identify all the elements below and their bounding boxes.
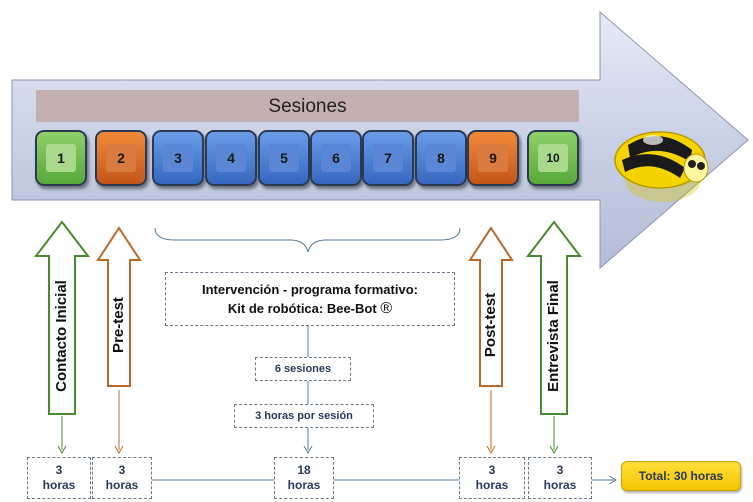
bee-bot-robot xyxy=(614,131,709,202)
connector-head xyxy=(57,445,67,455)
session-tile-9: 9 xyxy=(467,130,519,186)
total-arrow-head xyxy=(608,475,618,485)
session-number: 4 xyxy=(216,144,246,172)
contacto-up-arrow xyxy=(33,220,91,415)
intervention-box: Intervención - programa formativo: Kit d… xyxy=(165,272,455,326)
hours-per-session-box: 3 horas por sesión xyxy=(234,404,374,428)
session-number: 8 xyxy=(426,144,456,172)
session-number: 5 xyxy=(269,144,299,172)
session-tile-6: 6 xyxy=(310,130,362,186)
session-tile-3: 3 xyxy=(152,130,204,186)
connector-head xyxy=(303,445,313,455)
intervention-line1: Intervención - programa formativo: xyxy=(202,282,418,297)
intervention-line2-wrap: Kit de robótica: Bee-Bot ® xyxy=(166,299,454,318)
session-tile-2: 2 xyxy=(95,130,147,186)
pretest-up-arrow xyxy=(96,226,142,387)
entrevista-final-label: Entrevista Final xyxy=(545,280,562,392)
posttest-label: Post-test xyxy=(482,292,499,358)
contacto-inicial-label: Contacto Inicial xyxy=(53,280,70,392)
session-tile-8: 8 xyxy=(415,130,467,186)
pretest-label: Pre-test xyxy=(110,297,127,353)
session-number: 6 xyxy=(321,144,351,172)
hours-unit: horas xyxy=(475,478,509,492)
session-number: 9 xyxy=(478,144,508,172)
sesiones-title: Sesiones xyxy=(268,96,347,117)
hours-number: 3 xyxy=(488,463,496,477)
hours-number: 18 xyxy=(297,463,311,477)
session-tile-4: 4 xyxy=(205,130,257,186)
sessions-count-box: 6 sesiones xyxy=(255,357,351,381)
hours-number: 3 xyxy=(556,463,564,477)
hours-number: 3 xyxy=(55,463,63,477)
session-tile-10: 10 xyxy=(527,130,579,186)
session-number: 1 xyxy=(46,144,76,172)
session-tile-5: 5 xyxy=(258,130,310,186)
connector-head xyxy=(549,445,559,455)
connector-head xyxy=(486,445,496,455)
posttest-up-arrow xyxy=(468,226,514,387)
intervention-brace xyxy=(154,227,461,253)
connector-head xyxy=(114,445,124,455)
session-number: 3 xyxy=(163,144,193,172)
hours-unit: horas xyxy=(42,478,76,492)
session-tile-7: 7 xyxy=(362,130,414,186)
registered-mark: ® xyxy=(380,300,393,317)
session-number: 7 xyxy=(373,144,403,172)
entrevista-up-arrow xyxy=(525,220,583,415)
session-number: 2 xyxy=(106,144,136,172)
total-hours-badge: Total: 30 horas xyxy=(621,461,741,491)
hours-unit: horas xyxy=(543,478,577,492)
session-tile-1: 1 xyxy=(35,130,87,186)
intervention-line2: Kit de robótica: Bee-Bot xyxy=(227,301,377,316)
session-number: 10 xyxy=(538,144,568,172)
hours-unit: horas xyxy=(105,478,139,492)
hours-unit: horas xyxy=(287,478,321,492)
sesiones-header-bar xyxy=(36,90,579,122)
hours-number: 3 xyxy=(118,463,126,477)
